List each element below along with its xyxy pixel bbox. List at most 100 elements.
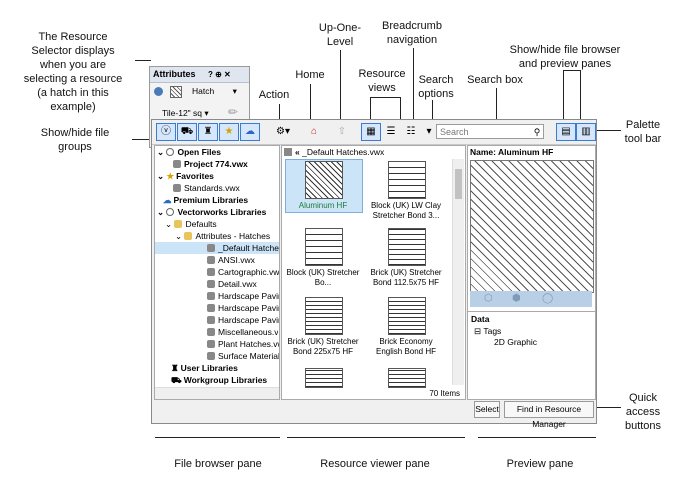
action-button[interactable]: ⚙▾ <box>270 123 296 141</box>
resource-selector-palette: ⓥ ⛟ ♜ ★ ☁ ⚙▾ ⌂ ⇧ ▦ ☰ ☷ ▾ Search ⚲ ▤ ▥ ⌄ … <box>151 119 597 429</box>
tree-item-cartographic[interactable]: Cartographic.vw <box>207 266 279 278</box>
show-preview-button[interactable]: ▥ <box>576 123 596 141</box>
show-file-browser-button[interactable]: ▤ <box>556 123 576 141</box>
list-view-icon: ☰ <box>386 126 396 137</box>
leader-line <box>310 84 311 122</box>
pin-icon[interactable]: ? ⊕ ✕ <box>208 70 231 79</box>
tree-label: Project 774.vwx <box>184 159 248 169</box>
search-button[interactable]: ⚲ <box>530 124 544 140</box>
tags-row[interactable]: ⊟ Tags <box>468 326 595 337</box>
cube-side-icon[interactable]: ⬢ <box>512 293 521 304</box>
preview-view-bar: ⬡ ⬢ ◯ <box>470 291 592 307</box>
hatch-thumb-brick-economy[interactable] <box>388 297 426 335</box>
sphere-icon[interactable]: ◯ <box>542 293 554 304</box>
file-groups-toggle-3[interactable]: ★ <box>219 123 239 141</box>
callout-quick-access: Quick access buttons <box>624 392 662 432</box>
file-groups-toggle-0[interactable]: ⓥ <box>156 123 176 141</box>
tile-value: Tile-12" sq <box>162 108 203 118</box>
hatch-thumb-aluminum[interactable] <box>305 161 343 199</box>
tree-item-surface-material[interactable]: Surface Material. <box>207 350 279 362</box>
thumbnail-view-button[interactable]: ▦ <box>361 123 381 141</box>
tree-item-vw-libraries[interactable]: ⌄ Vectorworks Libraries <box>157 207 267 217</box>
file-browser-pane: ⌄ Open Files Project 774.vwx ⌄ ★Favorite… <box>154 145 280 400</box>
search-input[interactable]: Search <box>436 124 544 139</box>
attributes-title: Attributes ? ⊕ ✕ <box>150 67 249 83</box>
select-button[interactable]: Select <box>474 401 500 418</box>
horizontal-scrollbar[interactable] <box>155 387 279 399</box>
thumb-label: Brick (UK) Stretcher Bond 225x75 HF <box>287 337 359 356</box>
tree-item-miscellaneous[interactable]: Miscellaneous.v <box>207 326 278 338</box>
find-in-resource-manager-button[interactable]: Find in Resource Manager <box>504 401 594 429</box>
callout-home: Home <box>295 69 325 81</box>
breadcrumb-back-icon[interactable]: « <box>295 147 300 157</box>
hatch-thumb-brick-112[interactable] <box>388 228 426 266</box>
tree-item-user-libraries[interactable]: ♜User Libraries <box>171 363 238 373</box>
tree-item-hardscape-1[interactable]: Hardscape Pavin <box>207 290 279 302</box>
tags-label: Tags <box>483 326 502 336</box>
chevron-down-icon: ▾ <box>426 126 432 137</box>
tree-item-open-files[interactable]: ⌄ Open Files <box>157 147 221 157</box>
gear-icon: ⚙▾ <box>276 126 290 137</box>
tree-item-workgroup[interactable]: ⛟Workgroup Libraries <box>171 375 268 385</box>
tree-label: Open Files <box>177 147 221 157</box>
up-folder-icon: ⇧ <box>337 126 347 137</box>
breadcrumb[interactable]: « _Default Hatches.vwx <box>282 146 465 158</box>
vertical-scrollbar[interactable] <box>452 159 464 385</box>
tree-item-default-hatches[interactable]: _Default Hatches <box>155 242 279 254</box>
tree-item-defaults[interactable]: ⌄ Defaults <box>165 219 217 229</box>
tree-label: Detail.vwx <box>218 279 257 289</box>
pane-extent-line <box>287 437 465 438</box>
tree-item-attributes-hatches[interactable]: ⌄ Attributes - Hatches <box>175 231 271 241</box>
thumb-label: Brick (UK) Stretcher Bond 112.5x75 HF <box>370 268 442 287</box>
globe-icon[interactable] <box>154 87 163 96</box>
search-options-button[interactable]: ▾ <box>422 123 436 141</box>
wand-icon[interactable]: ✏ <box>228 105 239 119</box>
callout-show-hide-browser: Show/hide file browser and preview panes <box>509 44 621 70</box>
tree-item-premium[interactable]: ☁Premium Libraries <box>163 195 249 205</box>
tree-item-hardscape-2[interactable]: Hardscape Pavin <box>207 302 279 314</box>
tree-item-standards[interactable]: Standards.vwx <box>173 182 240 194</box>
hatch-thumb-block-lw[interactable] <box>388 161 426 199</box>
up-one-level-button[interactable]: ⇧ <box>332 123 352 141</box>
detail-view-button[interactable]: ☷ <box>401 123 421 141</box>
tree-item-ansi[interactable]: ANSI.vwx <box>207 254 255 266</box>
leader-line <box>279 104 280 124</box>
scroll-thumb[interactable] <box>455 169 462 199</box>
file-groups-toggle-1[interactable]: ⛟ <box>177 123 197 141</box>
preview-name: Name: Aluminum HF <box>470 147 554 157</box>
preview-pane: Name: Aluminum HF ⬡ ⬢ ◯ Data ⊟ Tags 2D G… <box>467 145 596 400</box>
file-groups-toggle-4[interactable]: ☁ <box>240 123 260 141</box>
tree-item-plant-hatches[interactable]: Plant Hatches.vw <box>207 338 280 350</box>
tree-item-detail[interactable]: Detail.vwx <box>207 278 257 290</box>
hatch-thumb-partial[interactable] <box>305 368 343 388</box>
preview-data: Data ⊟ Tags 2D Graphic <box>468 311 595 348</box>
attributes-title-text: Attributes <box>153 69 196 79</box>
tree-item-project[interactable]: Project 774.vwx <box>173 158 248 170</box>
fill-type-select[interactable]: Hatch ▾ <box>192 86 237 96</box>
callout-action: Action <box>258 89 290 101</box>
tree-label: Workgroup Libraries <box>183 375 268 385</box>
tree-label: Miscellaneous.v <box>218 327 279 337</box>
pane-extent-line <box>155 437 280 438</box>
hatch-thumb-partial[interactable] <box>388 368 426 388</box>
cube-icon[interactable]: ⬡ <box>484 293 493 304</box>
vectorworks-icon: ⓥ <box>161 126 171 137</box>
tree-item-hardscape-3[interactable]: Hardscape Pavin <box>207 314 279 326</box>
tile-select[interactable]: Tile-12" sq ▾ <box>162 108 209 118</box>
tree-label: Cartographic.vw <box>218 267 280 277</box>
callout-resource-viewer-pane: Resource viewer pane <box>320 458 430 470</box>
callout-resource-selector: The Resource Selector displays when you … <box>23 31 123 113</box>
thumb-label: Brick Economy English Bond HF <box>375 337 437 356</box>
user-library-icon: ♜ <box>203 126 213 137</box>
file-groups-toggle-2[interactable]: ♜ <box>198 123 218 141</box>
hatch-thumb-block-uk[interactable] <box>305 228 343 266</box>
collapse-icon[interactable]: ⊟ <box>474 326 482 336</box>
hatch-thumb-brick-225[interactable] <box>305 297 343 335</box>
thumb-label: Aluminum HF <box>298 201 348 210</box>
callout-show-hide-groups: Show/hide file groups <box>40 127 110 153</box>
list-view-button[interactable]: ☰ <box>381 123 401 141</box>
tree-label: Plant Hatches.vw <box>218 339 280 349</box>
home-button[interactable]: ⌂ <box>304 123 324 141</box>
tree-item-favorites[interactable]: ⌄ ★Favorites <box>157 171 214 181</box>
leader-line <box>340 50 341 122</box>
